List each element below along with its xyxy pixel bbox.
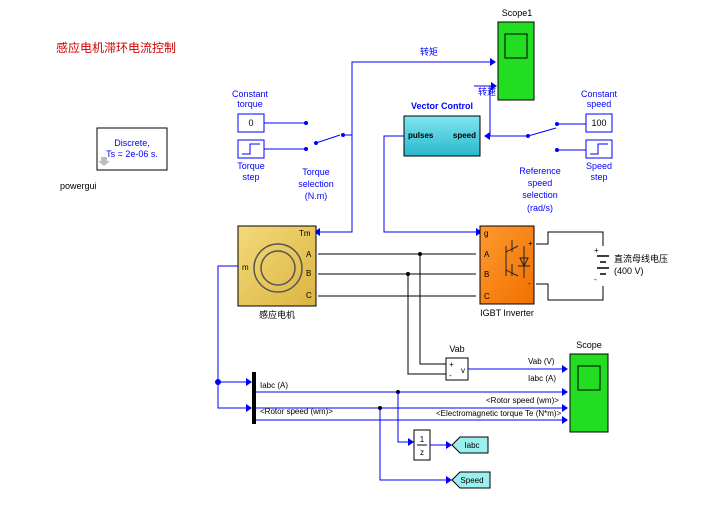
inverter-port-c: C — [484, 292, 490, 301]
constant-torque-block[interactable]: 0 — [237, 113, 265, 133]
reference-speed-label-1: Reference — [519, 166, 561, 176]
goto-speed-label: Speed — [460, 476, 483, 485]
inverter-port-plus: + — [528, 239, 533, 248]
constant-torque-label-1: Constant — [232, 89, 269, 99]
vector-control-port-pulses: pulses — [408, 131, 434, 140]
torque-step-label-1: Torque — [237, 161, 265, 171]
scope-label: Scope — [576, 340, 602, 350]
powergui-arrow-icon — [98, 157, 110, 166]
signal-speed-label: 转速 — [478, 86, 496, 97]
motor-port-tm: Tm — [299, 229, 311, 238]
torque-selection-label-1: Torque — [302, 167, 330, 177]
motor-port-c: C — [306, 291, 312, 300]
dc-source-plus: + — [594, 246, 599, 255]
speed-selection-switch[interactable] — [526, 122, 586, 152]
inverter-port-b: B — [484, 270, 489, 279]
goto-speed-tag[interactable]: Speed — [451, 471, 491, 489]
vab-plus: + — [449, 360, 454, 369]
bus-rotor-label: <Rotor speed (wm)> — [260, 407, 333, 416]
scope-block[interactable] — [569, 353, 609, 433]
dc-source-minus: - — [594, 275, 597, 284]
dc-source-label-2: (400 V) — [614, 266, 644, 276]
unit-delay-block[interactable]: 1 z — [413, 429, 431, 461]
scope1-label: Scope1 — [502, 8, 533, 18]
constant-speed-block[interactable]: 100 — [585, 113, 613, 133]
powergui-line2: Ts = 2e-06 s. — [106, 149, 158, 159]
vab-v: v — [461, 366, 465, 375]
inverter-port-a: A — [484, 250, 490, 259]
constant-torque-label-2: torque — [237, 99, 263, 109]
reference-speed-label-3: selection — [522, 190, 558, 200]
powergui-block[interactable]: Discrete, Ts = 2e-06 s. — [96, 127, 168, 171]
inverter-label: IGBT Inverter — [480, 308, 534, 318]
torque-selection-label-3: (N.m) — [305, 191, 328, 201]
motor-port-a: A — [306, 250, 312, 259]
vab-measurement-block[interactable]: + - v — [445, 357, 469, 381]
signal-rotor-speed: <Rotor speed (wm)> — [486, 396, 559, 405]
goto-iabc-tag[interactable]: Iabc — [451, 436, 489, 454]
dc-source-label-1: 直流母线电压 — [614, 253, 668, 264]
powergui-label: powergui — [60, 181, 97, 191]
vector-control-title: Vector Control — [411, 101, 473, 111]
powergui-line1: Discrete, — [114, 138, 150, 148]
reference-speed-label-2: speed — [528, 178, 553, 188]
constant-speed-value: 100 — [591, 118, 606, 128]
torque-step-label-2: step — [242, 172, 259, 182]
reference-speed-label-4: (rad/s) — [527, 203, 553, 213]
signal-iabc: Iabc (A) — [528, 374, 556, 383]
vector-control-block[interactable]: pulses speed — [403, 115, 481, 157]
delay-denominator: z — [420, 448, 424, 457]
signal-vab: Vab (V) — [528, 357, 555, 366]
vab-label: Vab — [449, 344, 464, 354]
speed-step-block[interactable] — [585, 139, 613, 159]
bus-iabc-label: Iabc (A) — [260, 381, 288, 390]
torque-selection-switch[interactable] — [264, 121, 345, 151]
vab-minus: - — [449, 371, 452, 380]
speed-step-label-2: step — [590, 172, 607, 182]
goto-iabc-label: Iabc — [464, 441, 479, 450]
signal-torque-label: 转矩 — [420, 46, 438, 57]
inverter-port-minus: - — [528, 279, 531, 288]
inverter-port-g: g — [484, 229, 488, 238]
motor-label: 感应电机 — [259, 309, 295, 320]
vector-control-port-speed: speed — [453, 131, 476, 140]
scope1-block[interactable] — [497, 21, 535, 101]
constant-speed-label-2: speed — [587, 99, 612, 109]
delay-numerator: 1 — [420, 435, 425, 444]
page-title: 感应电机滞环电流控制 — [56, 40, 176, 55]
torque-selection-label-2: selection — [298, 179, 334, 189]
induction-motor-block[interactable]: Tm m A B C — [237, 225, 317, 307]
dc-bus-source[interactable]: + - — [594, 246, 609, 284]
bus-selector[interactable] — [252, 372, 256, 424]
torque-step-block[interactable] — [237, 139, 265, 159]
motor-port-m: m — [242, 263, 249, 272]
constant-torque-value: 0 — [248, 118, 253, 128]
signal-em-torque: <Electromagnetic torque Te (N*m)> — [436, 409, 562, 418]
constant-speed-label-1: Constant — [581, 89, 618, 99]
speed-step-label-1: Speed — [586, 161, 612, 171]
igbt-inverter-block[interactable]: g A B C + - — [479, 225, 535, 305]
motor-port-b: B — [306, 269, 311, 278]
